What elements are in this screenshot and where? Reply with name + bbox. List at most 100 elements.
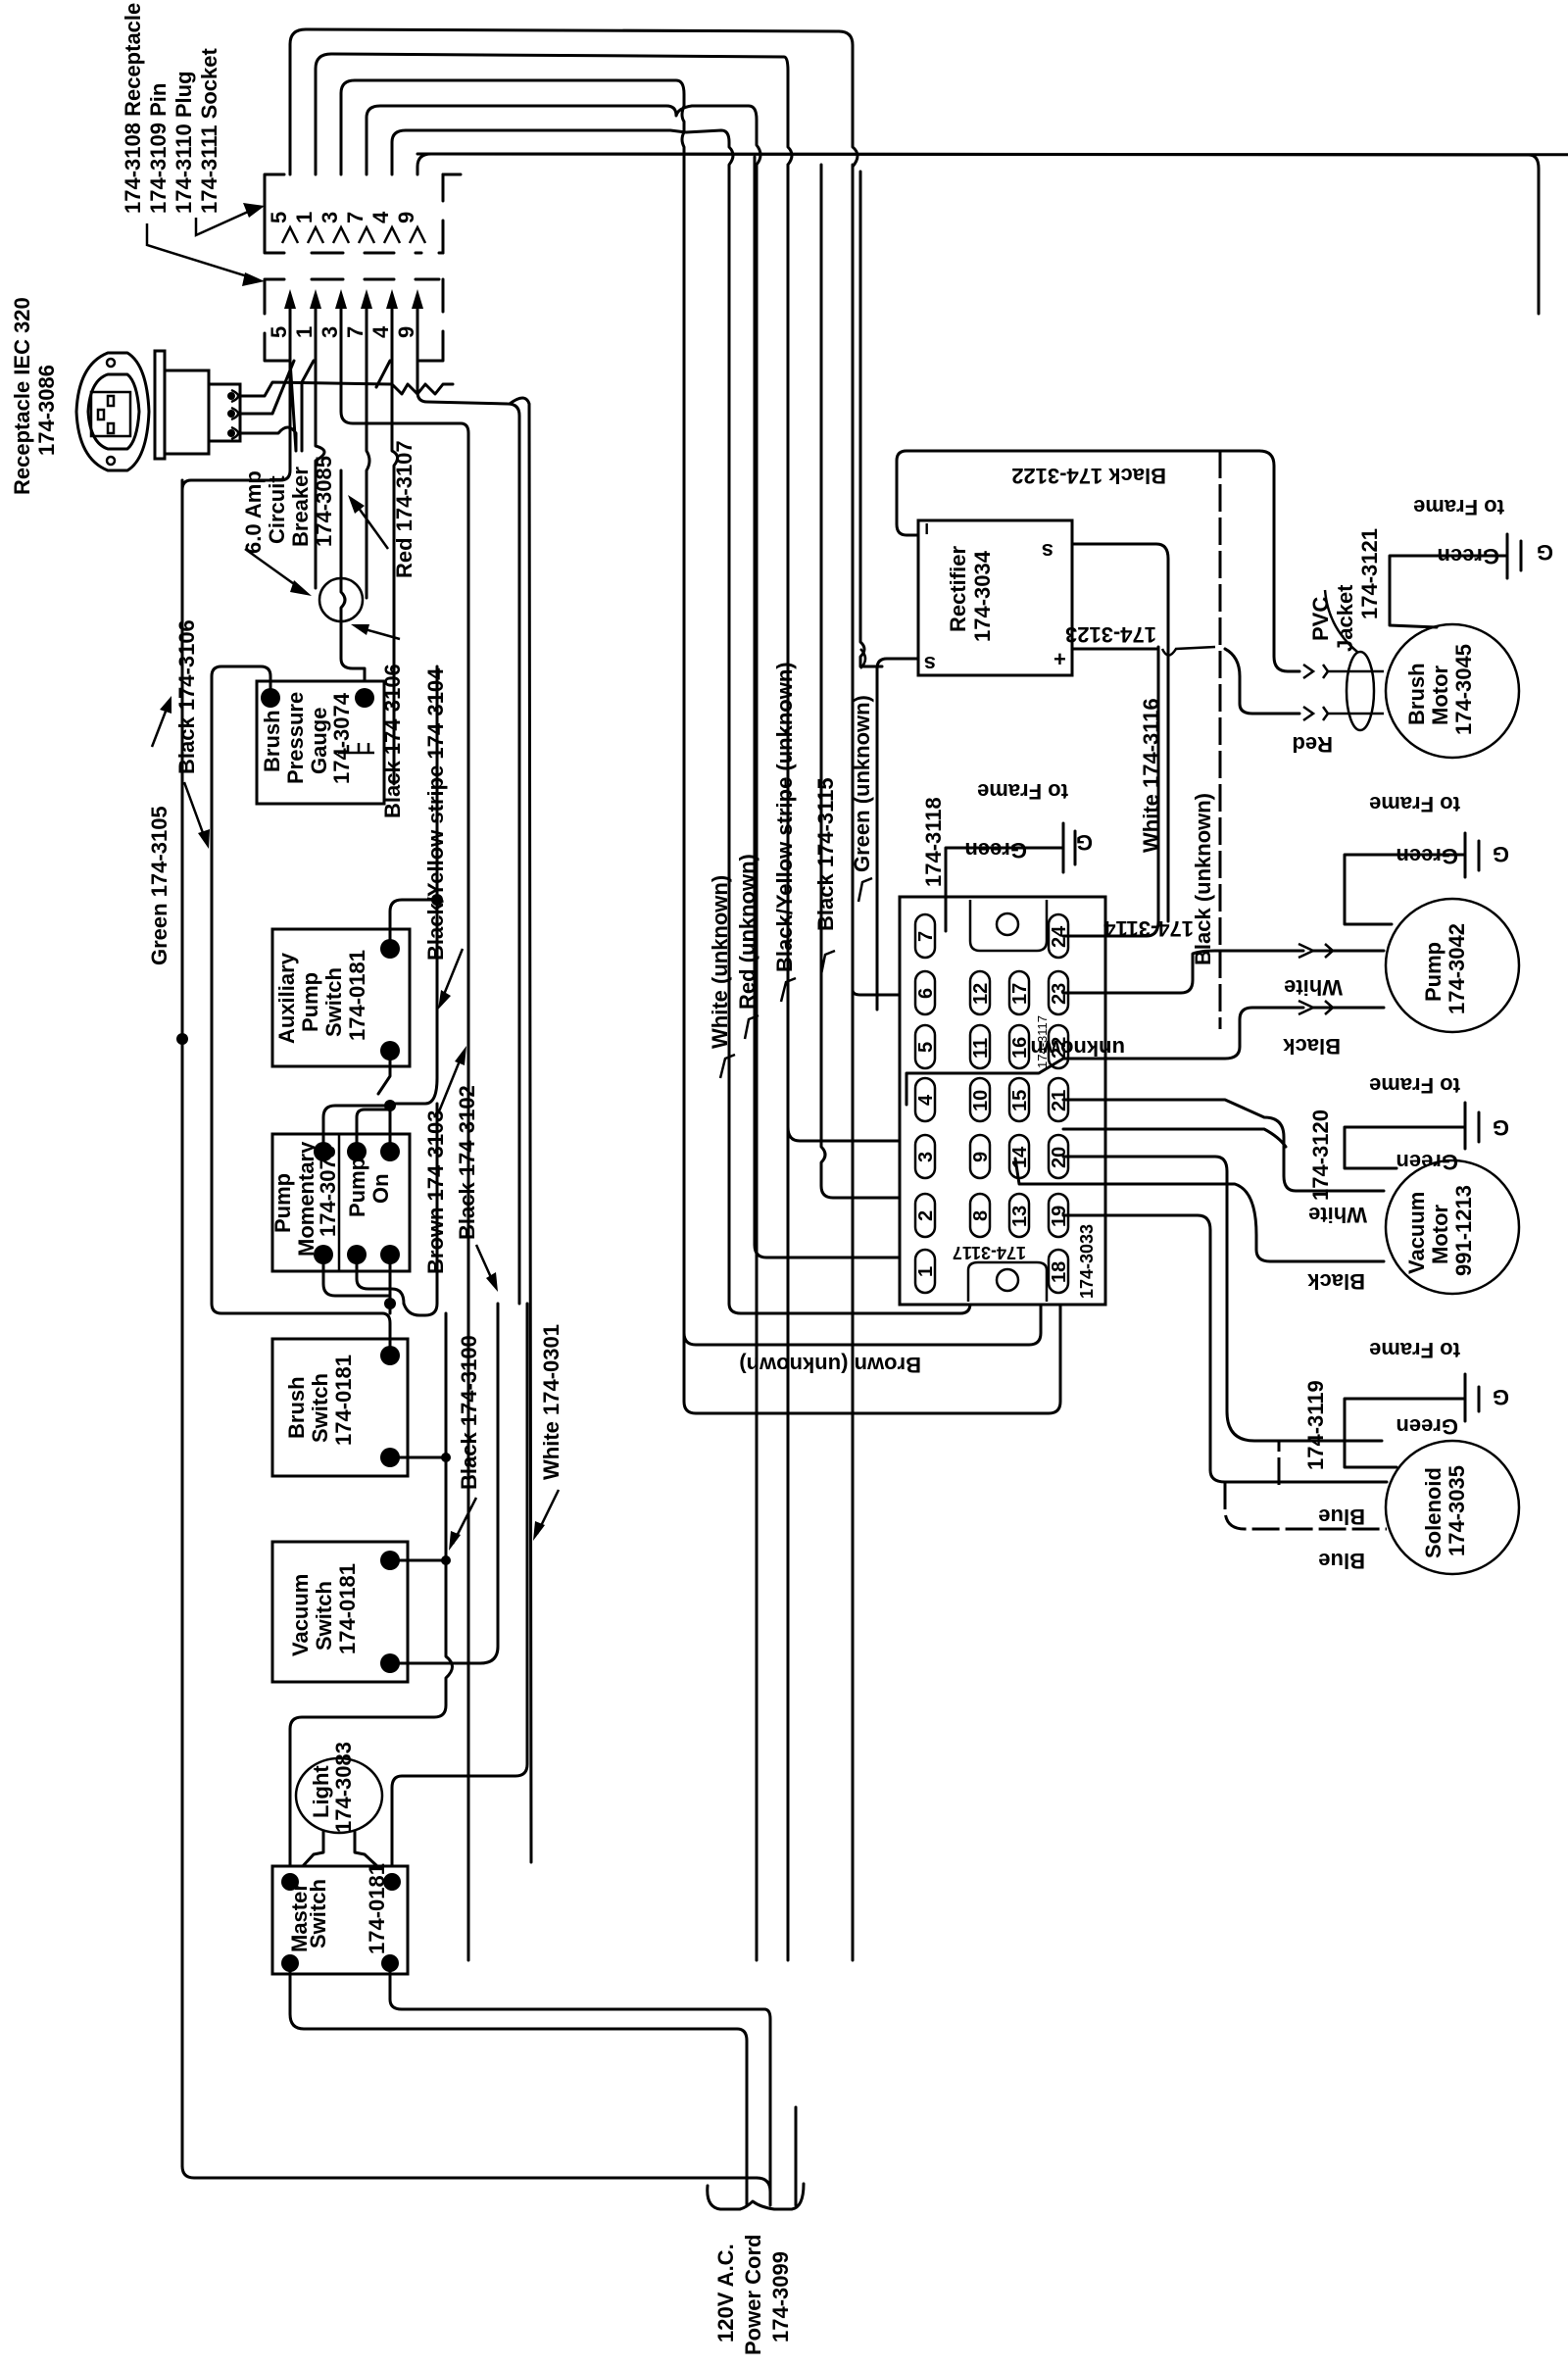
- to-frame-1-label: to Frame: [977, 779, 1068, 804]
- circuit-breaker: 6.0 Amp Circuit Breaker 174-3085 Red 174…: [241, 440, 416, 708]
- socket-pin-number: 4: [368, 211, 393, 223]
- to-frame-2-label: to Frame: [1413, 495, 1504, 519]
- w-3117-b-label: 174-3117: [1035, 1015, 1050, 1068]
- brush-pressure-gauge: Brush Pressure Gauge 174-3074 Black 174-…: [147, 619, 448, 1306]
- black-3106-a-label: Black 174-3106: [380, 664, 405, 818]
- terminal-pin: [968, 1133, 992, 1180]
- solenoid-lead1-label: Blue: [1318, 1504, 1365, 1529]
- terminal-wires: Green G to Frame 174-3114 unknown: [905, 645, 1384, 1484]
- power-cord-part: 174-3099: [768, 2251, 793, 2342]
- vacuum-motor-lead2-label: Black: [1307, 1269, 1365, 1294]
- vacuum-motor: Vacuum Motor 991-1213 White Black 174-31…: [1307, 1101, 1521, 1362]
- socket-contact-icon: [357, 224, 376, 244]
- plug-pin-icon: [310, 289, 321, 309]
- ground-symbol-5: G: [1493, 1385, 1509, 1409]
- w-3118-label: 174-3118: [921, 797, 946, 887]
- vacuum-motor-part: 991-1213: [1451, 1185, 1476, 1276]
- terminal-block-part: 174-3033: [1077, 1224, 1097, 1299]
- power-cord: 120V A.C. Power Cord 174-3099: [706, 2105, 806, 2355]
- terminal-pin: [1007, 1192, 1031, 1239]
- to-frame-5-label: to Frame: [1369, 1338, 1460, 1362]
- vacuum-motor-line2: Motor: [1428, 1204, 1452, 1264]
- auxiliary-pump-switch: Auxiliary Pump Switch 174-0181: [270, 665, 465, 1106]
- breaker-line3: Breaker: [288, 467, 313, 547]
- pvc-jacket-line2: Jacket: [1333, 584, 1357, 652]
- terminal-pin-number: 19: [1049, 1206, 1070, 1227]
- receptacle-label: 174-3108 Receptacle: [121, 3, 145, 214]
- w-3123-label: 174-3123: [1065, 622, 1156, 647]
- vacuum-switch: Vacuum Switch 174-0181 White 174-0301: [270, 1302, 564, 1889]
- gauge-line1: Brush: [260, 710, 284, 772]
- terminal-pin-number: 16: [1009, 1037, 1031, 1059]
- pump-on-line1: Pump: [345, 1158, 369, 1217]
- ground-symbol-2: G: [1537, 540, 1553, 565]
- white-unknown-label: White (unknown): [708, 875, 732, 1049]
- green-ground-4-label: Green: [1396, 1150, 1458, 1174]
- terminal-pin-number: 1: [915, 1266, 937, 1277]
- rectifier-name: Rectifier: [946, 546, 970, 632]
- aux-line1: Auxiliary: [274, 952, 299, 1044]
- rectifier-s-top: s: [1042, 539, 1054, 564]
- master-switch-part: 174-0181: [365, 1863, 389, 1954]
- white-3116-label: White 174-3116: [1139, 698, 1163, 853]
- pvc-jacket-line1: PVC: [1308, 597, 1333, 641]
- vacuum-switch-line1: Vacuum: [288, 1574, 313, 1656]
- pump: Pump 174-3042 White Black Green G to Fra…: [1277, 792, 1521, 1098]
- breaker-line1: 6.0 Amp: [241, 470, 266, 554]
- iec-receptacle-name: Receptacle IEC 320: [10, 297, 34, 495]
- master-switch: Master Switch 174-0181: [270, 1863, 772, 2207]
- black-3106-b-label: Black 174-3106: [174, 619, 199, 774]
- power-cord-line2: Power Cord: [741, 2235, 765, 2355]
- aux-line2: Pump: [298, 972, 322, 1032]
- brush-switch-line1: Brush: [284, 1376, 309, 1439]
- master-switch-line1: Master: [287, 1883, 312, 1952]
- plug-label: 174-3110 Plug: [172, 71, 196, 214]
- rectifier-plus: +: [1054, 647, 1066, 671]
- terminal-pin: [913, 912, 937, 960]
- terminal-pin-number: 14: [1009, 1146, 1031, 1168]
- plug-pin-number: 3: [318, 326, 342, 338]
- plug-pin-number: 5: [267, 326, 291, 338]
- terminal-pin: [913, 1192, 937, 1239]
- harness-wire-labels: White (unknown) Red (unknown) Black/Yell…: [708, 662, 874, 1079]
- green-ground-2-label: Green: [1437, 544, 1499, 568]
- black-3102-label: Black 174-3102: [455, 1085, 479, 1240]
- unknown-label: unknown: [1030, 1036, 1125, 1060]
- iec-receptacle: Receptacle IEC 320 174-3086: [10, 297, 242, 495]
- brush-motor-lead-label: Red: [1292, 732, 1333, 757]
- black-unknown-label: Black (unknown): [1191, 793, 1215, 965]
- socket-contact-icon: [408, 224, 427, 244]
- black-yellow-unknown-label: Black/Yellow stripe (unknown): [772, 662, 797, 972]
- black-3100-label: Black 174-3100: [457, 1335, 481, 1490]
- light-name: Light: [309, 1765, 333, 1818]
- terminal-pin: [1007, 1076, 1031, 1123]
- pump-lead2-label: Black: [1283, 1034, 1341, 1059]
- iec-receptacle-part: 174-3086: [34, 365, 59, 456]
- terminal-pin: [913, 1023, 937, 1070]
- right-bus-wires: White 174-3116 Black (unknown): [1139, 449, 1301, 1485]
- socket-pin-number: 9: [394, 212, 418, 223]
- light: Light 174-3083: [288, 1742, 394, 1882]
- terminal-pin-number: 11: [970, 1038, 992, 1059]
- brush-motor-line2: Motor: [1428, 665, 1452, 725]
- terminal-pin-number: 8: [970, 1210, 992, 1221]
- brush-switch-line2: Switch: [308, 1373, 332, 1443]
- pump-on-line2: On: [368, 1173, 393, 1204]
- rectifier: Rectifier 174-3034 − + s s Black 174-312…: [859, 449, 1217, 1011]
- gauge-part: 174-3074: [329, 692, 354, 784]
- terminal-pin-number: 18: [1049, 1261, 1070, 1283]
- terminal-block: 174-3033 174-3117 174-3117 174-3118 7654…: [898, 797, 1107, 1307]
- to-frame-3-label: to Frame: [1369, 792, 1460, 816]
- solenoid: Solenoid 174-3035 Blue Blue 174-3119 Gre…: [1223, 1372, 1521, 1576]
- terminal-pin-number: 12: [970, 983, 992, 1005]
- brush-switch: Brush Switch 174-0181 Black 174-3100: [270, 1311, 481, 1962]
- plug-pin-number: 1: [292, 326, 317, 338]
- vacuum-motor-ground-part: 174-3120: [1308, 1110, 1333, 1201]
- terminal-pin: [913, 1076, 937, 1123]
- breaker-line2: Circuit: [265, 475, 289, 544]
- black-3122-label: Black 174-3122: [1011, 464, 1166, 488]
- terminal-pin-number: 22: [1049, 1037, 1070, 1059]
- socket-pin-number: 1: [292, 212, 317, 223]
